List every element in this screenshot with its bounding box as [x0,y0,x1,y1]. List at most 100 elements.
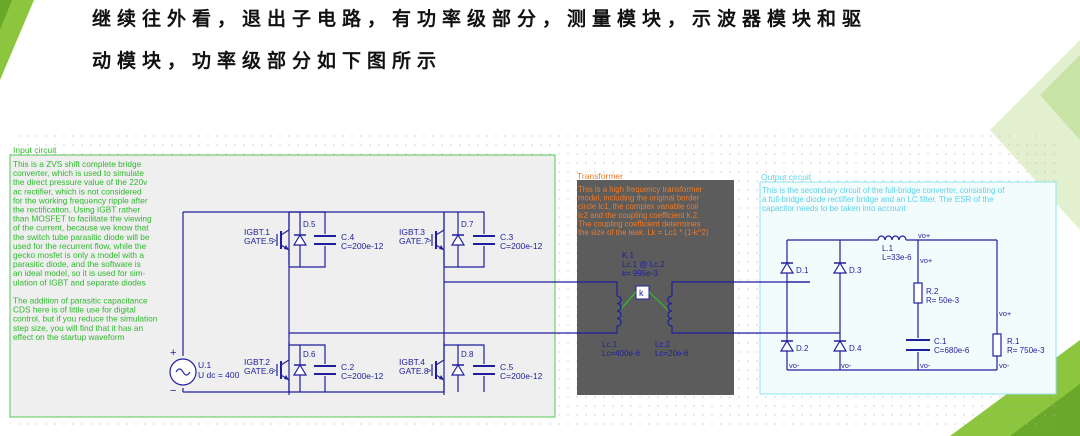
description-line: used for the recurrent flow, while the [13,241,147,251]
description-line: the direct pressure value of the 220v [13,177,148,187]
igbt-gate: GATE.7 [399,236,429,246]
vo-plus-label-1: vo+ [918,231,931,240]
inductor-name: L.1 [882,244,894,253]
corner-decoration-top-left-dark [0,0,12,30]
input-capacitor-C.2[interactable]: C.2C=200e-12 [314,362,384,381]
description-line: step size, you will find that it has an [13,323,143,333]
igbt-name: IGBT.4 [399,357,425,367]
output-diode-layer: D.1 D.3D.2 D.4 [779,261,862,353]
description-line: This is the secondary circuit of the ful… [762,186,1005,195]
primary-coil-value: Lc=400e-6 [602,349,641,358]
esr-resistor[interactable] [913,282,923,304]
diode-label: D.4 [849,344,862,353]
description-line: for the working frequency ripple after [13,195,148,205]
source-minus-sign: − [170,385,176,397]
output-diode-D.3[interactable]: D.3 [832,261,862,275]
dc-source[interactable]: + − U.1 U dc = 400 [169,347,240,397]
transformer-coupling[interactable]: K.1 Lc.1 @ Lc.2 k= 995e-3 k [619,251,669,311]
description-line: the size of the leak. Lk = Lc1 * (1-k^2) [578,228,709,237]
output-capacitor-name: C.1 [934,337,947,346]
description-line: The addition of parasitic capacitance [13,296,148,306]
description-line: capacitor needs to be taken into account [762,204,906,213]
description-line: converter, which is used to simulate [13,168,144,178]
output-diode-D.1[interactable]: D.1 [779,261,809,275]
output-inductor[interactable] [877,235,907,241]
input-circuit-block[interactable]: Input circuit This is a ZVS shift comple… [9,145,556,418]
vo-minus-label-2: vo- [841,361,852,370]
output-diode-D.2[interactable]: D.2 [779,339,809,353]
coupling-symbol: k [639,288,644,298]
vo-minus-label-1: vo- [789,361,800,370]
description-line: an ideal model, so it is used for sim- [13,268,146,278]
heading-line-2: 动模块，功率级部分如下图所示 [92,50,443,72]
description-line: the rectification. Using IGBT rather [13,205,140,215]
primary-coil[interactable] [616,295,622,327]
description-line: circle lc1, the complex variable coil [578,202,698,211]
vo-minus-label-3: vo- [920,361,931,370]
capacitor-value: C=200e-12 [500,371,543,381]
diode-label: D.5 [303,220,316,229]
diode-label: D.1 [796,266,809,275]
description-line: ac rectifier, which is not considered [13,186,142,196]
inductor-value: L=33e-6 [882,253,912,262]
gate-arrow: > [272,368,276,375]
capacitor-name: C.4 [341,232,355,242]
load-resistor[interactable] [992,333,1002,357]
capacitor-name: C.2 [341,362,355,372]
diode-label: D.2 [796,344,809,353]
secondary-coil-value: Lc=20e-6 [655,349,689,358]
capacitor-value: C=200e-12 [341,241,384,251]
igbt-gate: GATE.5 [244,236,274,246]
transformer-title: Transformer [577,171,623,181]
vo-plus-label-3: vo+ [999,309,1012,318]
description-line: parasitic diode, and the software is [13,259,141,269]
input-diode-D.6[interactable]: D.6 [292,350,316,376]
primary-coil-name: Lc.1 [602,340,618,349]
gate-arrow: > [427,368,431,375]
transformer-block[interactable]: Transformer This is a high frequency tra… [577,171,734,395]
output-circuit-title: Output circuit [761,172,812,182]
input-capacitor-C.5[interactable]: C.5C=200e-12 [473,362,543,381]
heading-line-1: 继续往外看，退出子电路，有功率级部分，测量模块，示波器模块和驱 [92,8,868,30]
output-circuit-block[interactable]: Output circuit This is the secondary cir… [759,172,1057,395]
description-line: the switch tube parasitic diode will be [13,232,150,242]
description-line: model, including the original border [578,194,700,203]
description-line: CDS here is of little use for digital [13,305,136,315]
esr-name: R.2 [926,287,939,296]
secondary-coil[interactable] [667,295,673,327]
igbt-layer: >IGBT.1GATE.5>IGBT.2GATE.6>IGBT.3GATE.7>… [244,212,445,395]
igbt-gate: GATE.6 [244,366,274,376]
input-capacitor-C.3[interactable]: C.3C=200e-12 [473,232,543,251]
description-line: The coupling coefficient determines [578,219,701,228]
gate-arrow: > [272,238,276,245]
output-diode-D.4[interactable]: D.4 [832,339,862,353]
secondary-coil-name: Lc.2 [655,340,671,349]
description-line: gecko mosfet is only a model with a [13,250,144,260]
igbt-name: IGBT.2 [244,357,270,367]
source-value: U dc = 400 [198,370,240,380]
coupling-pair: Lc.1 @ Lc.2 [622,260,665,269]
description-line: control, but if you reduce the simulatio… [13,314,158,324]
output-capacitor[interactable] [906,339,930,351]
input-diode-D.7[interactable]: D.7 [450,220,474,246]
igbt-name: IGBT.1 [244,227,270,237]
input-circuit-title: Input circuit [13,145,57,155]
input-diode-D.5[interactable]: D.5 [292,220,316,246]
vo-plus-label-2: vo+ [920,256,933,265]
diode-label: D.6 [303,350,316,359]
load-value: R= 750e-3 [1007,346,1045,355]
capacitor-name: C.5 [500,362,514,372]
diode-label: D.8 [461,350,474,359]
load-name: R.1 [1007,337,1020,346]
coupling-name: K.1 [622,251,635,260]
input-capacitor-C.4[interactable]: C.4C=200e-12 [314,232,384,251]
description-line: effect on the startup waveform [13,332,125,342]
input-diode-D.8[interactable]: D.8 [450,350,474,376]
description-line: This is a high frequency transformer [578,185,703,194]
